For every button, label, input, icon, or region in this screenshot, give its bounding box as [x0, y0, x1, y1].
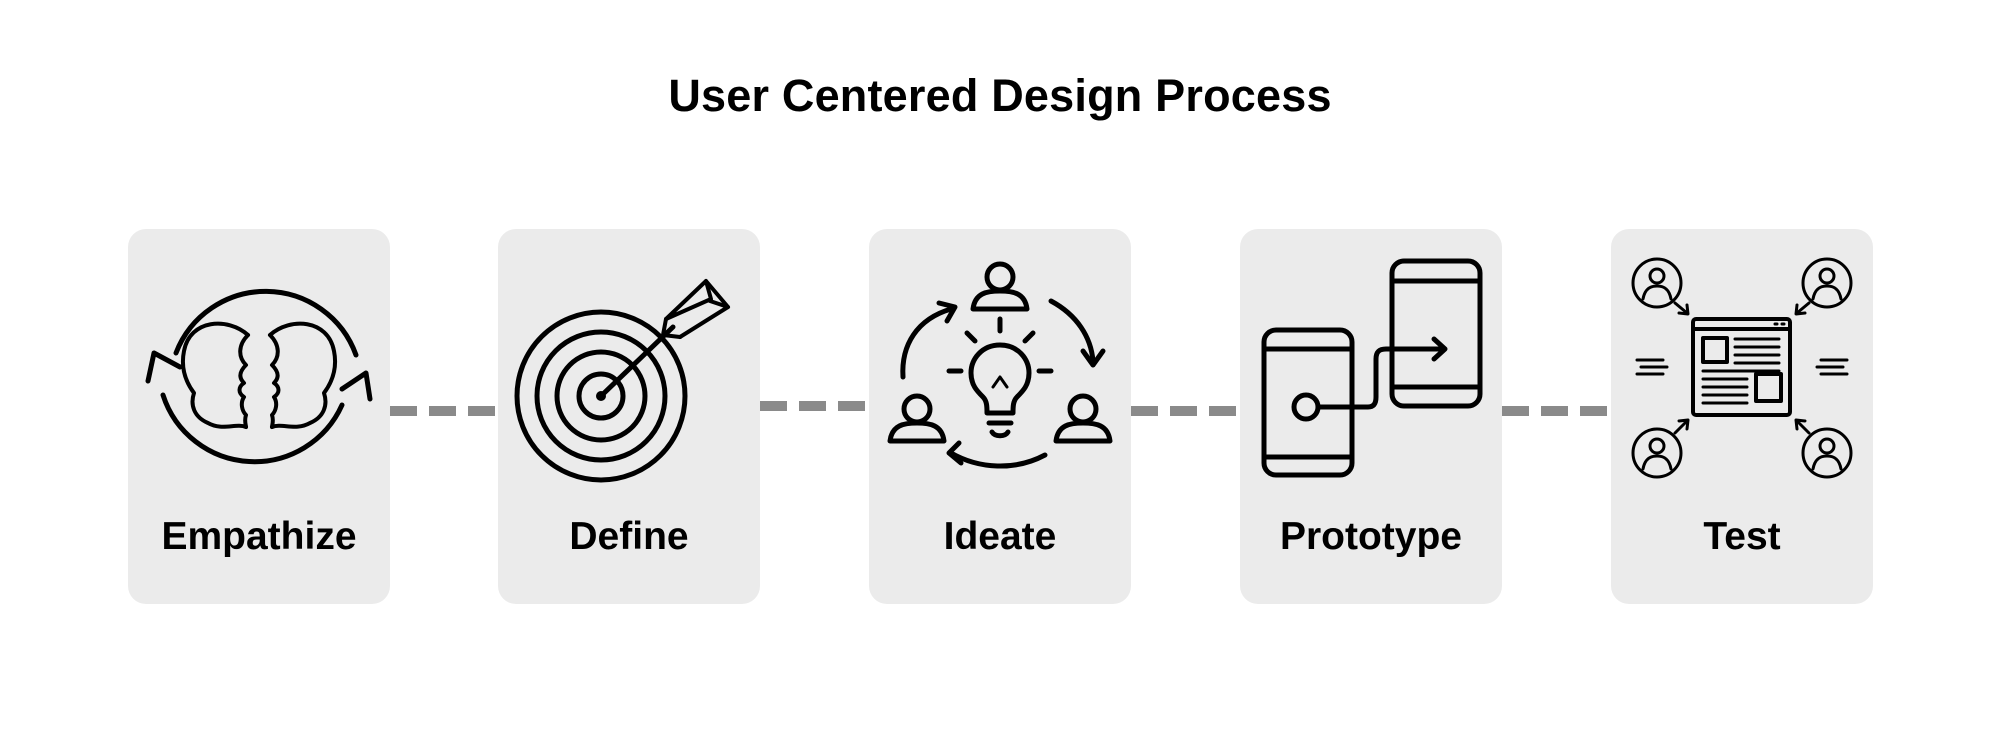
idea-team-icon [869, 247, 1131, 487]
empathy-faces-icon [128, 247, 390, 487]
target-arrow-icon [498, 247, 760, 487]
prototype-screens-icon [1240, 247, 1502, 487]
step-label-prototype: Prototype [1279, 515, 1462, 558]
connector-empathize-define [390, 406, 498, 416]
connector-prototype-test [1502, 406, 1612, 416]
step-label-define: Define [569, 515, 689, 558]
step-card-define: Define [498, 229, 760, 604]
connector-define-ideate [760, 401, 870, 411]
user-testing-icon [1611, 247, 1873, 487]
step-card-ideate: Ideate [869, 229, 1131, 604]
step-label-empathize: Empathize [161, 515, 357, 558]
step-label-test: Test [1703, 515, 1781, 558]
step-label-ideate: Ideate [943, 515, 1057, 558]
step-card-prototype: Prototype [1240, 229, 1502, 604]
diagram-title: User Centered Design Process [668, 70, 1332, 121]
step-card-empathize: Empathize [128, 229, 390, 604]
step-card-test: Test [1611, 229, 1873, 604]
connector-ideate-prototype [1131, 406, 1241, 416]
